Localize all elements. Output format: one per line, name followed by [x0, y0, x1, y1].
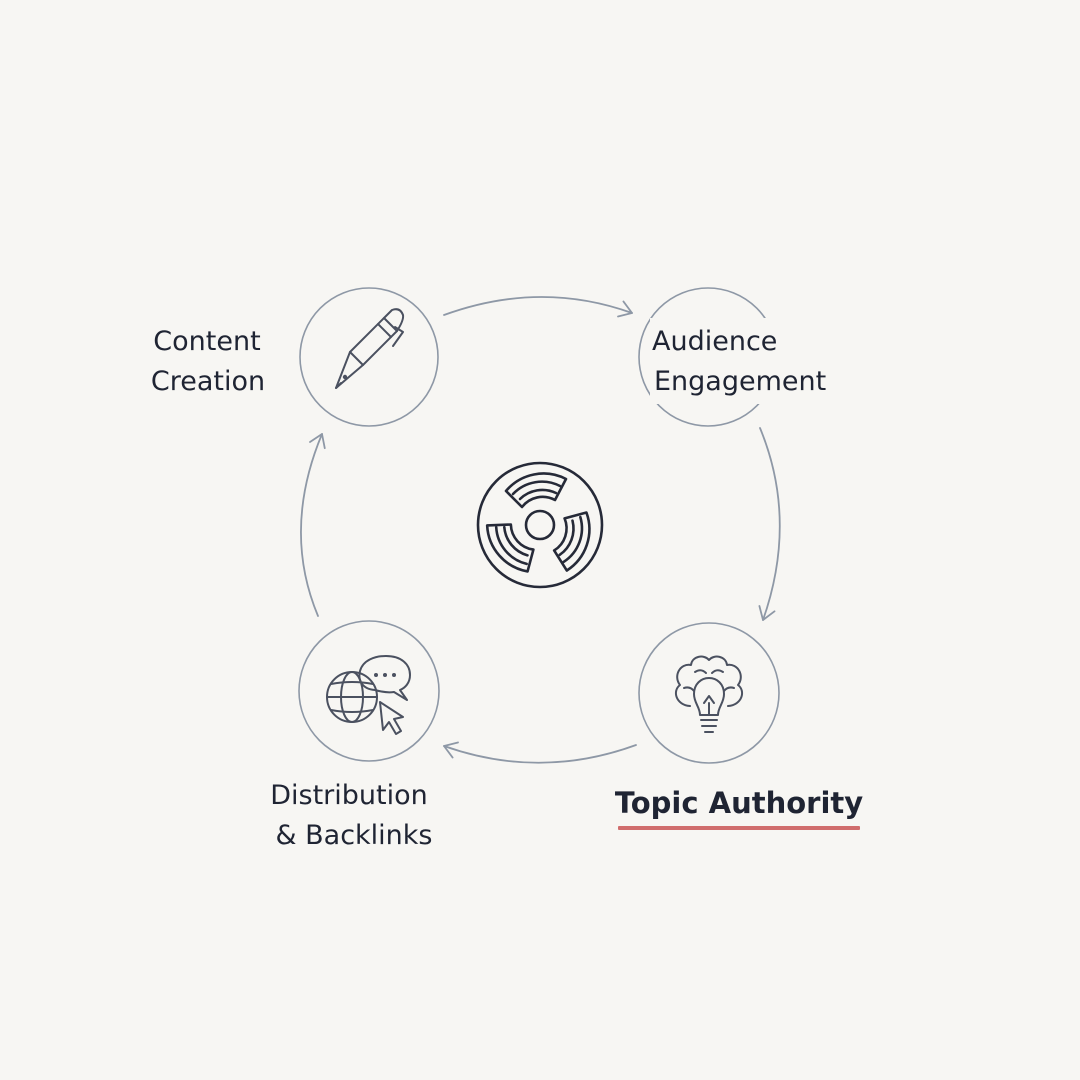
pen-icon	[335, 308, 405, 389]
node-topic-authority: Topic Authority	[615, 622, 863, 830]
reel-segment	[552, 511, 591, 572]
node-distribution: Distribution & Backlinks	[270, 620, 440, 851]
label-backdrop	[650, 318, 840, 404]
reel-segment	[485, 523, 535, 573]
node-content-creation: Content Creation	[151, 287, 439, 427]
film-reel-icon	[476, 461, 604, 589]
node-ring	[298, 620, 440, 762]
node-ring	[638, 622, 780, 764]
node-label-line2: & Backlinks	[275, 820, 432, 851]
node-ring	[299, 287, 439, 427]
node-label-line2: Engagement	[654, 366, 826, 397]
node-label-line2: Creation	[151, 366, 265, 397]
node-label-line1: Distribution	[270, 780, 428, 811]
globe-chat-cursor-icon	[326, 655, 411, 735]
brain-lightbulb-icon	[674, 655, 744, 733]
node-audience-engagement: Audience Engagement	[638, 287, 840, 427]
arrow-audience-to-authority	[758, 427, 781, 621]
node-label-strong: Topic Authority	[615, 786, 863, 820]
arrow-content-to-audience	[443, 296, 633, 318]
arrow-authority-to-distribution	[443, 741, 637, 764]
node-label-line1: Content	[153, 326, 260, 357]
reel-segment	[504, 472, 568, 509]
arrow-distribution-to-content	[300, 433, 326, 617]
node-label-line1: Audience	[652, 326, 777, 357]
accent-underline	[618, 826, 860, 830]
